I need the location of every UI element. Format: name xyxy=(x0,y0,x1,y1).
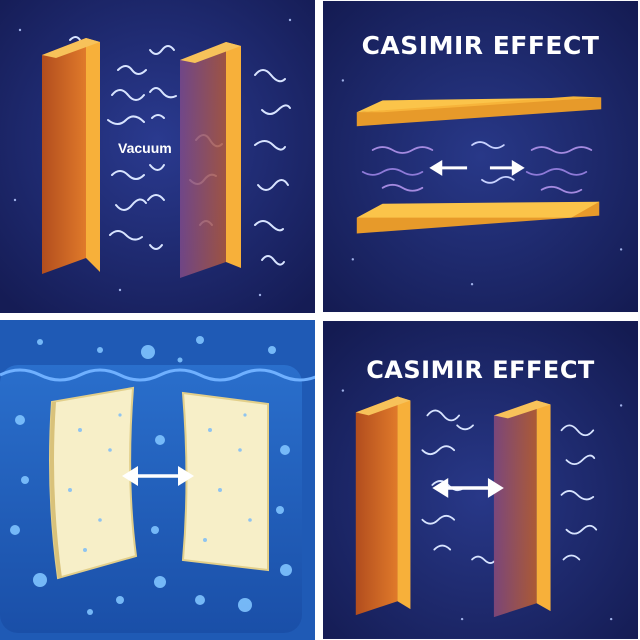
panel-horizontal-plates: CASIMIR EFFECT xyxy=(323,0,638,313)
left-plate xyxy=(355,396,411,616)
panel-vacuum-plates: Vacuum xyxy=(0,0,315,313)
wave-squiggle-icon xyxy=(421,409,598,564)
left-plate xyxy=(42,38,100,274)
star-dots xyxy=(341,389,623,621)
vacuum-plates-illustration xyxy=(0,0,315,313)
double-arrow-icon xyxy=(429,159,525,176)
bottom-plate xyxy=(356,201,600,234)
left-cream-plate xyxy=(49,386,138,580)
double-arrow-icon xyxy=(432,478,504,498)
wave-squiggle-icon xyxy=(361,141,593,194)
panel-liquid-plates xyxy=(0,320,315,640)
star-dots xyxy=(341,79,623,286)
casimir-effect-title-top: CASIMIR EFFECT xyxy=(361,31,600,60)
panel-vertical-plates: CASIMIR EFFECT xyxy=(323,320,638,640)
vertical-plates-illustration xyxy=(323,321,638,639)
horizontal-plates-illustration xyxy=(323,0,638,313)
right-plate xyxy=(180,42,241,278)
casimir-effect-title-bottom: CASIMIR EFFECT xyxy=(366,356,595,384)
star-dots xyxy=(13,18,292,297)
right-cream-plate xyxy=(181,391,269,572)
liquid-plates-illustration xyxy=(0,320,315,640)
double-arrow-icon xyxy=(122,466,194,486)
plate-pores xyxy=(68,413,252,552)
top-plate xyxy=(356,96,602,127)
vacuum-label: Vacuum xyxy=(118,140,172,156)
bubble-icon xyxy=(10,336,292,615)
right-plate xyxy=(493,400,551,618)
